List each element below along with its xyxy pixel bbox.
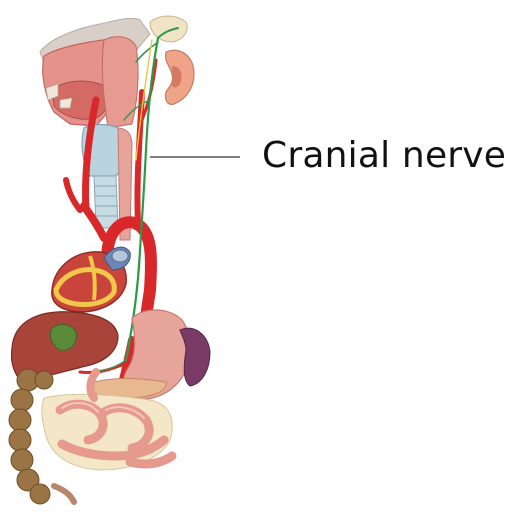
valve-ring [112,250,128,262]
label-cranial-nerve: Cranial nerve [262,134,506,178]
heart [52,247,131,312]
subclavian [66,180,80,210]
pharynx [102,37,138,128]
temporal-bone [150,16,187,42]
sigmoid [54,486,74,502]
